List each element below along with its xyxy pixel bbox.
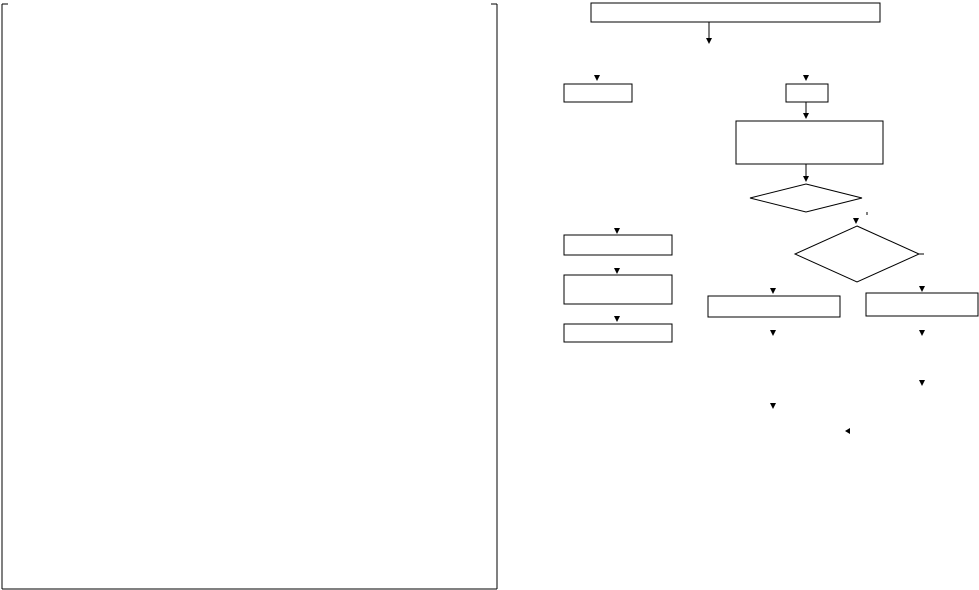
- node-right-branch-start: [785, 83, 829, 103]
- node-decision-1: [749, 183, 863, 213]
- arrowhead-decision-2: [853, 218, 859, 224]
- arrowhead-right-process: [803, 113, 809, 119]
- node-left-step-2: [563, 274, 673, 305]
- arrowheads: [594, 38, 925, 434]
- node-left-step-1: [563, 234, 673, 256]
- arrowhead-merge-left: [845, 428, 850, 434]
- arrowhead-below-outcome-b: [919, 330, 925, 336]
- node-outcome-b: [865, 292, 979, 317]
- arrowhead-lower-left: [770, 403, 776, 409]
- node-outcome-a: [707, 295, 841, 318]
- node-right-process: [735, 120, 884, 165]
- arrowhead-left-step-3: [614, 316, 620, 322]
- arrowhead-lower-right: [919, 380, 925, 386]
- node-left-step-3: [563, 323, 673, 343]
- node-left-branch-start: [563, 83, 633, 103]
- node-top-process: [590, 2, 881, 23]
- arrowhead-outcome-a: [770, 288, 776, 294]
- arrowhead-below-outcome-a: [770, 330, 776, 336]
- arrowhead-top-split: [706, 38, 712, 44]
- arrowhead-decision-1: [803, 176, 809, 182]
- arrowhead-outcome-b: [919, 286, 925, 292]
- arrowhead-right-branch-start: [803, 75, 809, 81]
- arrowhead-left-step-1: [614, 228, 620, 234]
- arrowhead-left-step-2: [614, 268, 620, 274]
- node-decision-2: [793, 225, 921, 283]
- arrowhead-left-branch-start: [594, 75, 600, 81]
- left-frame: [1, 3, 498, 590]
